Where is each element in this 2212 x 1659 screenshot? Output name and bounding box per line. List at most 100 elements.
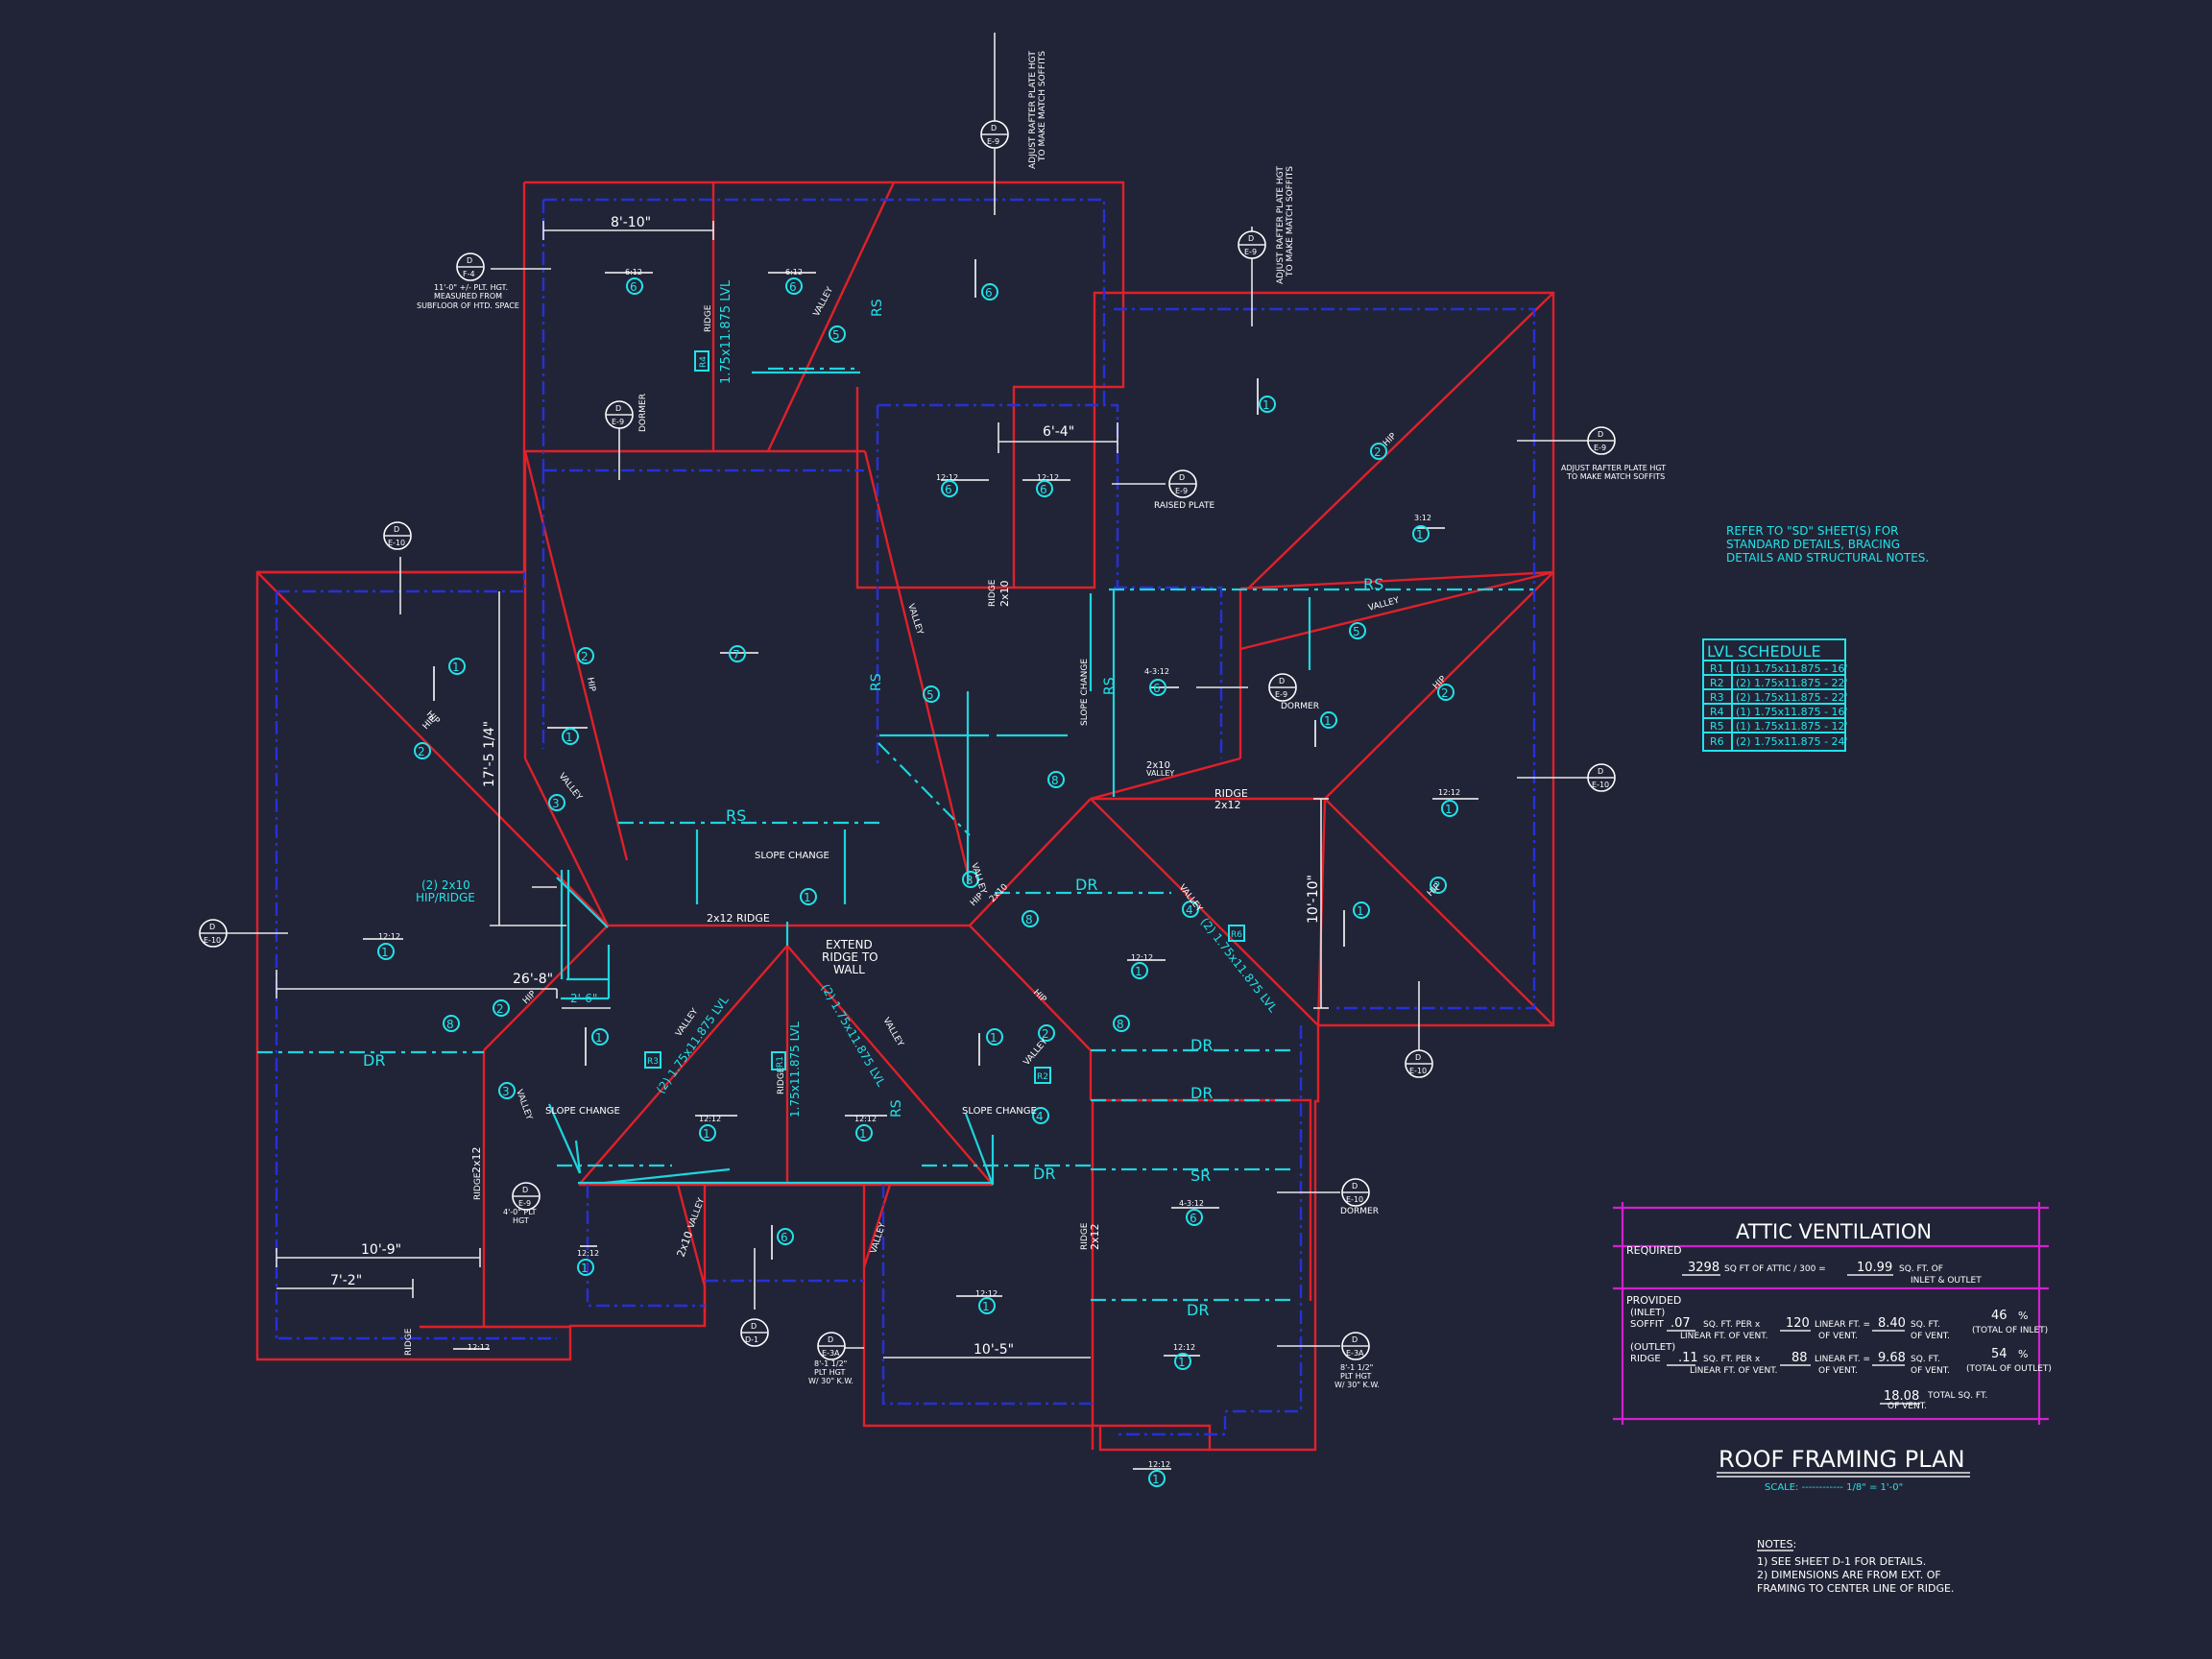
- lvl-schedule-title: LVL SCHEDULE: [1707, 642, 1821, 661]
- drawing-annotation-text: 2: [581, 650, 589, 663]
- drawing-annotation-text: 2x10: [998, 580, 1011, 607]
- drawing-scale: SCALE: ------------ 1/8" = 1'-0": [1765, 1482, 1903, 1493]
- drawing-annotation-text: 1: [1262, 398, 1270, 412]
- drawing-annotation-text: 2: [1374, 445, 1382, 459]
- drawing-annotation-text: 4-3:12: [1144, 667, 1169, 676]
- drawing-annotation-text: 1: [565, 731, 573, 744]
- drawing-annotation-text: 3298: [1688, 1261, 1719, 1275]
- drawing-annotation-text: NOTES:: [1757, 1538, 1796, 1551]
- drawing-annotation-text: 12:12: [975, 1289, 998, 1298]
- drawing-annotation-text: HIP: [521, 989, 539, 1006]
- drawing-annotation-text: 10.99: [1857, 1261, 1892, 1275]
- drawing-title: ROOF FRAMING PLAN: [1719, 1446, 1965, 1473]
- drawing-annotation-text: RS: [889, 1099, 904, 1118]
- drawing-annotation-text: 1: [1324, 714, 1332, 728]
- drawing-annotation-text: W/ 30" K.W.: [808, 1377, 854, 1385]
- drawing-annotation-text: D: [1179, 473, 1185, 482]
- drawing-annotation-text: (TOTAL OF OUTLET): [1966, 1364, 2052, 1374]
- drawing-annotation-text: RIDGE: [404, 1328, 414, 1356]
- drawing-annotation-text: 12:12: [468, 1343, 490, 1352]
- drawing-annotation-text: 12:12: [936, 473, 958, 482]
- drawing-annotation-text: DORMER: [1281, 702, 1319, 711]
- drawing-annotation-text: D: [615, 404, 621, 413]
- drawing-annotation-text: 1) SEE SHEET D-1 FOR DETAILS.: [1757, 1555, 1926, 1568]
- drawing-annotation-text: D: [522, 1186, 528, 1194]
- drawing-annotation-text: R3: [1710, 691, 1724, 704]
- drawing-annotation-text: DR: [1075, 876, 1097, 894]
- drawing-annotation-text: 2: [418, 745, 425, 758]
- drawing-annotation-text: (1) 1.75x11.875 - 16': [1736, 662, 1848, 675]
- drawing-annotation-text: 12:12: [1173, 1343, 1195, 1352]
- drawing-annotation-text: 1: [804, 891, 811, 904]
- drawing-annotation-text: 4-3:12: [1179, 1199, 1204, 1208]
- drawing-annotation-text: (2) 1.75x11.875 - 22': [1736, 691, 1848, 704]
- drawing-annotation-text: 10'-10": [1306, 875, 1321, 924]
- drawing-annotation-text: OF VENT.: [1887, 1402, 1927, 1411]
- drawing-annotation-text: REFER TO "SD" SHEET(S) FOR: [1726, 524, 1898, 538]
- drawing-annotation-text: 6: [1190, 1212, 1197, 1225]
- drawing-annotation-text: SLOPE CHANGE: [755, 851, 830, 861]
- drawing-annotation-text: PROVIDED: [1626, 1294, 1681, 1307]
- drawing-title-block: ROOF FRAMING PLAN SCALE: ------------ 1/…: [1717, 1446, 1970, 1493]
- drawing-annotation-text: 1: [1445, 803, 1453, 816]
- notes-block: NOTES: 1) SEE SHEET D-1 FOR DETAILS. 2) …: [1757, 1538, 1954, 1595]
- plate-lines: [275, 198, 1536, 1436]
- drawing-annotation-text: 4: [1186, 903, 1193, 917]
- drawing-annotation-text: 12:12: [378, 932, 400, 941]
- drawing-annotation-text: 12:12: [1438, 788, 1460, 797]
- drawing-annotation-text: LINEAR FT. =: [1815, 1355, 1870, 1364]
- drawing-annotation-text: 12:12: [699, 1115, 721, 1123]
- drawing-annotation-text: 2x10: [1146, 760, 1170, 771]
- drawing-annotation-text: (1) 1.75x11.875 - 16': [1736, 706, 1848, 718]
- drawing-annotation-text: 10'-5": [974, 1342, 1014, 1358]
- drawing-annotation-text: E-9: [1275, 690, 1287, 699]
- drawing-annotation-text: DETAILS AND STRUCTURAL NOTES.: [1726, 551, 1929, 565]
- drawing-annotation-text: 12:12: [1131, 953, 1153, 962]
- drawing-annotation-text: %: [2018, 1348, 2028, 1360]
- drawing-annotation-text: FRAMING TO CENTER LINE OF RIDGE.: [1757, 1582, 1954, 1595]
- drawing-annotation-text: SQ. FT. PER x: [1703, 1320, 1761, 1330]
- attic-ventilation-table: ATTIC VENTILATION REQUIRED 3298 SQ FT OF…: [1613, 1202, 2052, 1425]
- drawing-annotation-text: 6:12: [625, 268, 642, 276]
- drawing-annotation-text: 88: [1791, 1351, 1808, 1365]
- drawing-annotation-text: 18.08: [1884, 1389, 1919, 1404]
- drawing-annotation-text: SQ. FT. OF: [1899, 1264, 1943, 1274]
- drawing-annotation-text: 5: [926, 688, 934, 702]
- drawing-annotation-text: 1: [1135, 965, 1142, 978]
- drawing-annotation-text: D: [1279, 677, 1285, 685]
- drawing-annotation-text: 1: [990, 1031, 998, 1045]
- drawing-annotation-text: D: [394, 525, 399, 534]
- drawing-annotation-text: 2x10: [675, 1230, 696, 1259]
- drawing-annotation-text: RIDGE: [1630, 1354, 1661, 1364]
- drawing-annotation-text: RS: [869, 673, 884, 691]
- drawing-annotation-text: RIDGE TO: [822, 950, 878, 964]
- drawing-annotation-text: RIDGE: [988, 579, 998, 607]
- drawing-annotation-text: ADJUST RAFTER PLATE HGT: [1561, 464, 1666, 472]
- drawing-annotation-text: WALL: [833, 963, 865, 976]
- drawing-annotation-text: 6'-4": [1043, 424, 1074, 440]
- drawing-annotation-text: 4'-0" PLT: [503, 1208, 537, 1216]
- drawing-annotation-text: PLT HGT: [814, 1368, 846, 1377]
- drawing-annotation-text: VALLEY: [1022, 1037, 1050, 1068]
- drawing-annotation-text: 4: [1036, 1110, 1044, 1123]
- drawing-annotation-text: VALLEY: [557, 772, 584, 804]
- drawing-annotation-text: 46: [1991, 1309, 2008, 1323]
- drawing-annotation-text: 6: [789, 280, 797, 294]
- drawing-annotation-text: DORMER: [1340, 1207, 1379, 1216]
- drawing-annotation-text: 7: [733, 648, 740, 661]
- drawing-annotation-text: REQUIRED: [1626, 1244, 1682, 1257]
- drawing-annotation-text: R6: [1710, 735, 1724, 748]
- drawing-annotation-text: E-10: [388, 539, 405, 547]
- drawing-annotation-text: D: [1598, 767, 1603, 776]
- drawing-annotation-text: 6:12: [785, 268, 803, 276]
- drawing-annotation-text: (2) 1.75x11.875 - 22': [1736, 677, 1848, 689]
- drawing-annotation-text: R3: [647, 1057, 659, 1067]
- drawing-annotation-text: R5: [1710, 720, 1724, 733]
- drawing-annotation-text: HIP/RIDGE: [416, 891, 475, 904]
- drawing-annotation-text: VALLEY: [514, 1089, 534, 1122]
- drawing-annotation-text: 5: [832, 328, 840, 342]
- drawing-annotation-text: .11: [1678, 1351, 1698, 1365]
- drawing-annotation-text: 1: [381, 946, 389, 959]
- drawing-annotation-text: 8: [1117, 1018, 1124, 1031]
- drawing-annotation-text: 1: [452, 661, 460, 674]
